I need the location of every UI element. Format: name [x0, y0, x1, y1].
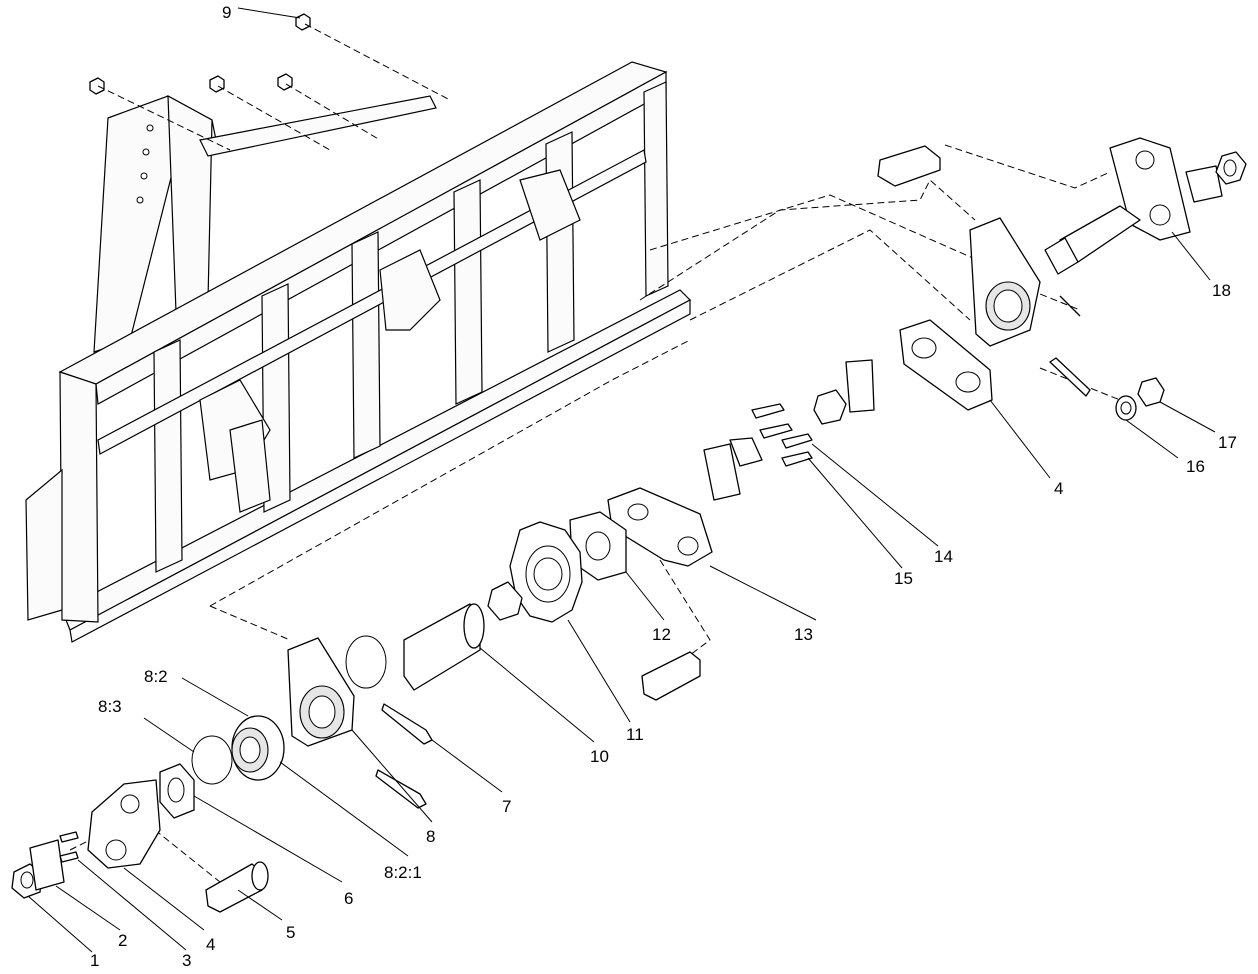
callout-11: 11	[626, 725, 644, 744]
callout-15: 15	[894, 569, 913, 588]
callout-4-lower: 4	[206, 935, 215, 954]
middle-hardware	[703, 359, 875, 501]
assembly-lines	[69, 23, 1121, 891]
callout-labels: 9 18 17 16 4 14 15 13 12 11 10 7 8 8:2:1…	[90, 3, 1237, 970]
lower-pin-near-13	[641, 651, 701, 701]
callout-3: 3	[182, 951, 191, 970]
part-11-sprocket	[509, 521, 583, 623]
callout-17: 17	[1218, 433, 1237, 452]
part-18-upper-lever	[877, 137, 1247, 317]
callout-8-3: 8:3	[98, 697, 122, 716]
upper-bearing-block	[969, 217, 1091, 397]
parts-16-17-washer-nut	[1115, 377, 1165, 421]
main-frame	[25, 13, 691, 643]
part-8-lower-bearing-block	[287, 637, 355, 747]
callout-4-upper: 4	[1054, 479, 1063, 498]
callout-5: 5	[286, 923, 295, 942]
part-4-lower-plate	[87, 779, 161, 869]
callout-7: 7	[502, 797, 511, 816]
part-7-bolts	[375, 703, 433, 809]
part-4-upper-plate	[899, 319, 993, 411]
parts-1-2-3-hardware	[11, 831, 79, 899]
callout-10: 10	[590, 747, 609, 766]
callout-8-2: 8:2	[144, 667, 168, 686]
callout-1: 1	[90, 951, 99, 970]
part-8-3-snap-ring	[191, 735, 233, 785]
callout-9: 9	[222, 3, 231, 22]
callout-12: 12	[652, 625, 671, 644]
parts-12-13-plates	[569, 487, 713, 581]
callout-14: 14	[934, 547, 953, 566]
part-5-pin	[205, 861, 269, 913]
part-8-2-bearing-insert	[231, 715, 285, 781]
callout-13: 13	[794, 625, 813, 644]
callout-6: 6	[344, 889, 353, 908]
callout-16: 16	[1186, 457, 1205, 476]
callout-18: 18	[1212, 281, 1231, 300]
snap-ring	[345, 635, 387, 689]
part-6-bushing	[159, 763, 195, 819]
callout-2: 2	[118, 931, 127, 950]
callout-8-2-1: 8:2:1	[384, 863, 422, 882]
leader-lines	[27, 7, 1216, 953]
part-10-shaft	[403, 581, 523, 691]
callout-8: 8	[426, 827, 435, 846]
